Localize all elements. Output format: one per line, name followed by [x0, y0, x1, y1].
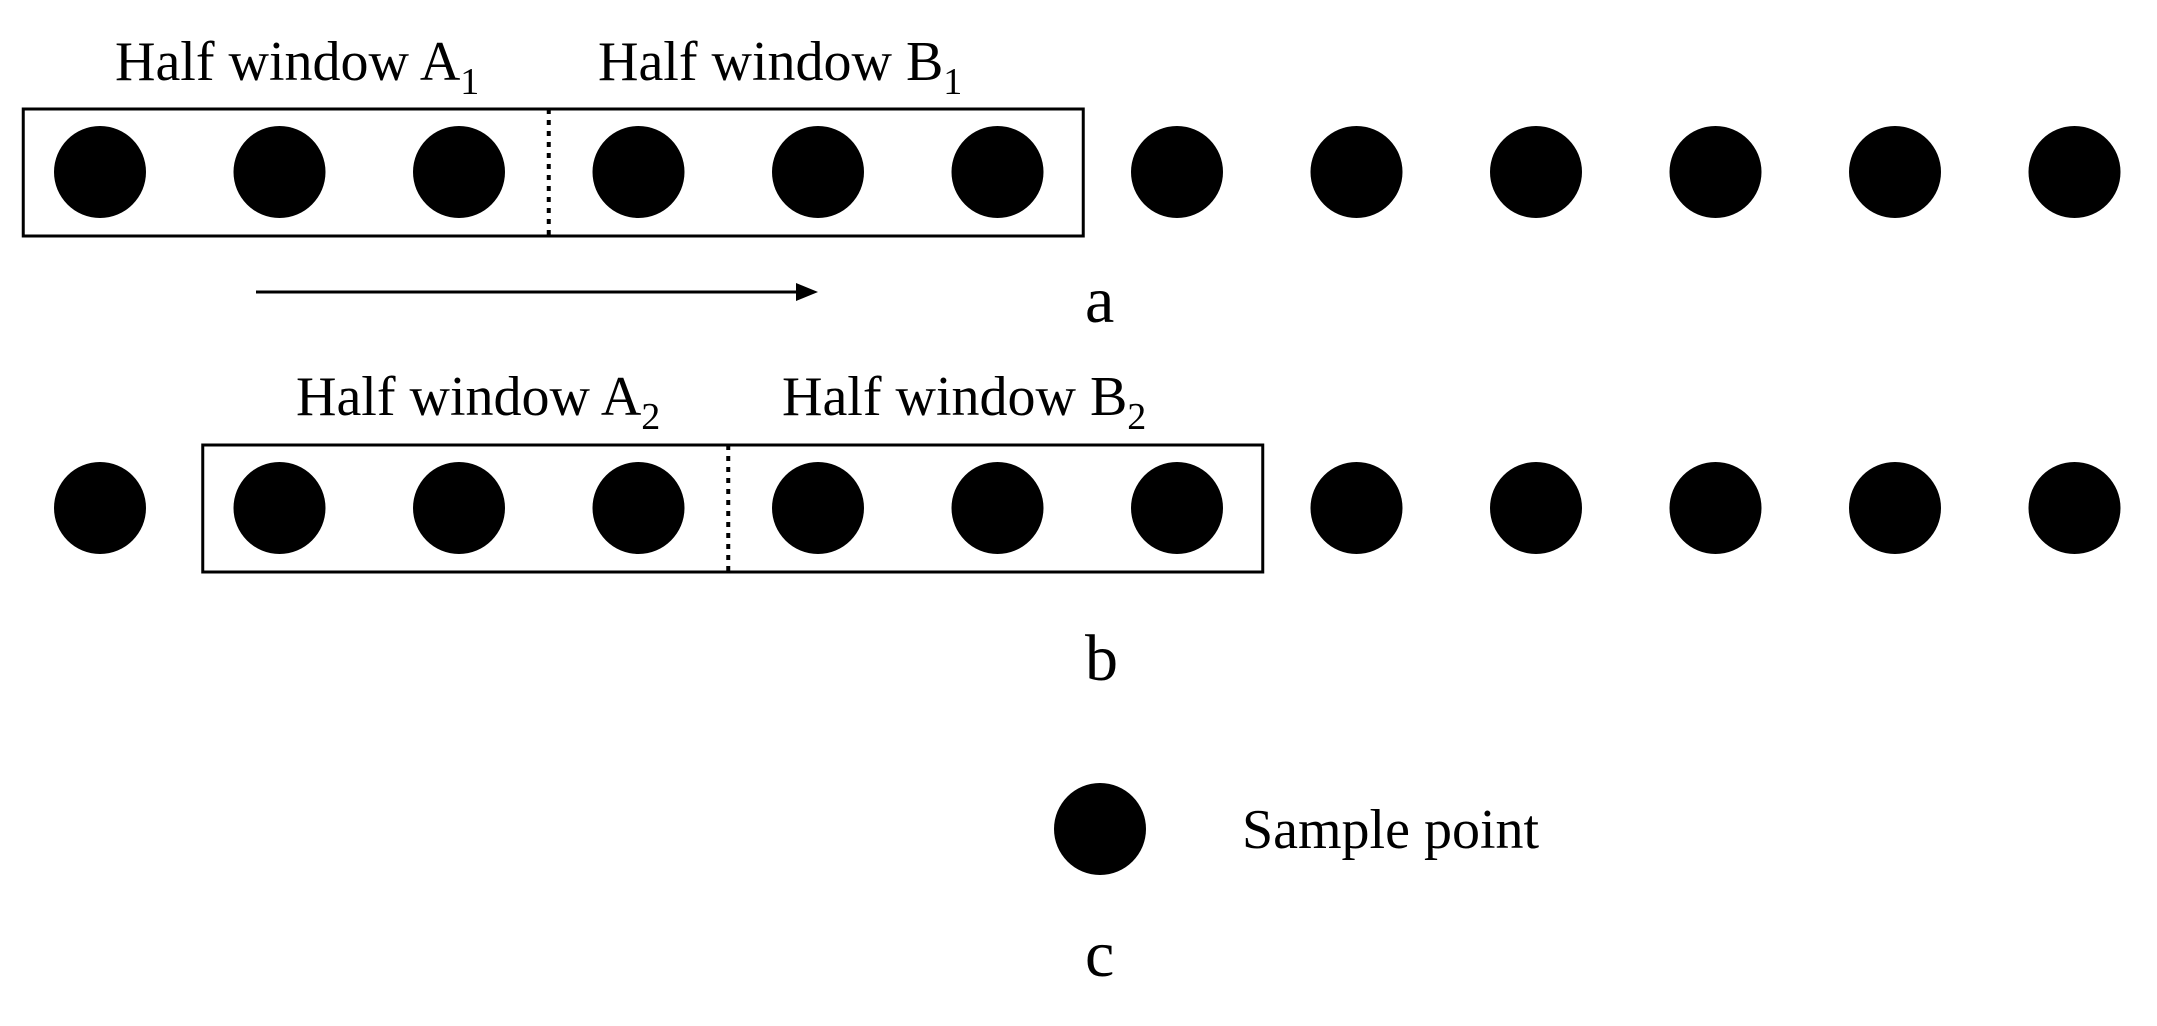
- sample-point: [2028, 462, 2121, 554]
- direction-arrow: [256, 283, 818, 301]
- sample-points-row-b: [54, 462, 2121, 554]
- legend-sample-point-icon: [1054, 783, 1146, 875]
- sample-point: [54, 126, 146, 218]
- panel-label-b: b: [1085, 622, 1118, 695]
- sample-point: [1849, 462, 1941, 554]
- sample-points-row-a: [54, 126, 2121, 218]
- sample-point: [1669, 126, 1762, 218]
- sample-point: [1131, 462, 1223, 554]
- panel-b: Half window A2 Half window B2 b: [54, 366, 2121, 695]
- half-window-a2-label: Half window A2: [296, 366, 660, 438]
- sample-point: [772, 462, 864, 554]
- sample-point: [951, 462, 1044, 554]
- sample-point: [592, 462, 685, 554]
- sample-point: [772, 126, 864, 218]
- sample-point: [592, 126, 685, 218]
- sample-point: [413, 462, 505, 554]
- panel-label-c: c: [1085, 918, 1114, 991]
- sample-point: [1310, 462, 1403, 554]
- legend: Sample point c: [1054, 783, 1540, 991]
- sample-point: [1490, 126, 1582, 218]
- half-window-a1-label: Half window A1: [115, 31, 479, 103]
- sample-point: [1310, 126, 1403, 218]
- window-box-b: [201, 443, 1265, 574]
- sample-point: [951, 126, 1044, 218]
- half-window-b1-label: Half window B1: [598, 31, 962, 103]
- panel-label-a: a: [1085, 264, 1114, 337]
- sample-point: [233, 462, 326, 554]
- sample-point: [2028, 126, 2121, 218]
- legend-label: Sample point: [1242, 799, 1540, 861]
- sample-point: [54, 462, 146, 554]
- sample-point: [413, 126, 505, 218]
- sample-point: [1131, 126, 1223, 218]
- window-box-a: [21, 107, 1085, 238]
- half-window-b2-label: Half window B2: [782, 366, 1146, 438]
- sample-point: [1849, 126, 1941, 218]
- sample-point: [1669, 462, 1762, 554]
- sample-point: [233, 126, 326, 218]
- panel-a: Half window A1 Half window B1 a: [21, 31, 2121, 337]
- sample-point: [1490, 462, 1582, 554]
